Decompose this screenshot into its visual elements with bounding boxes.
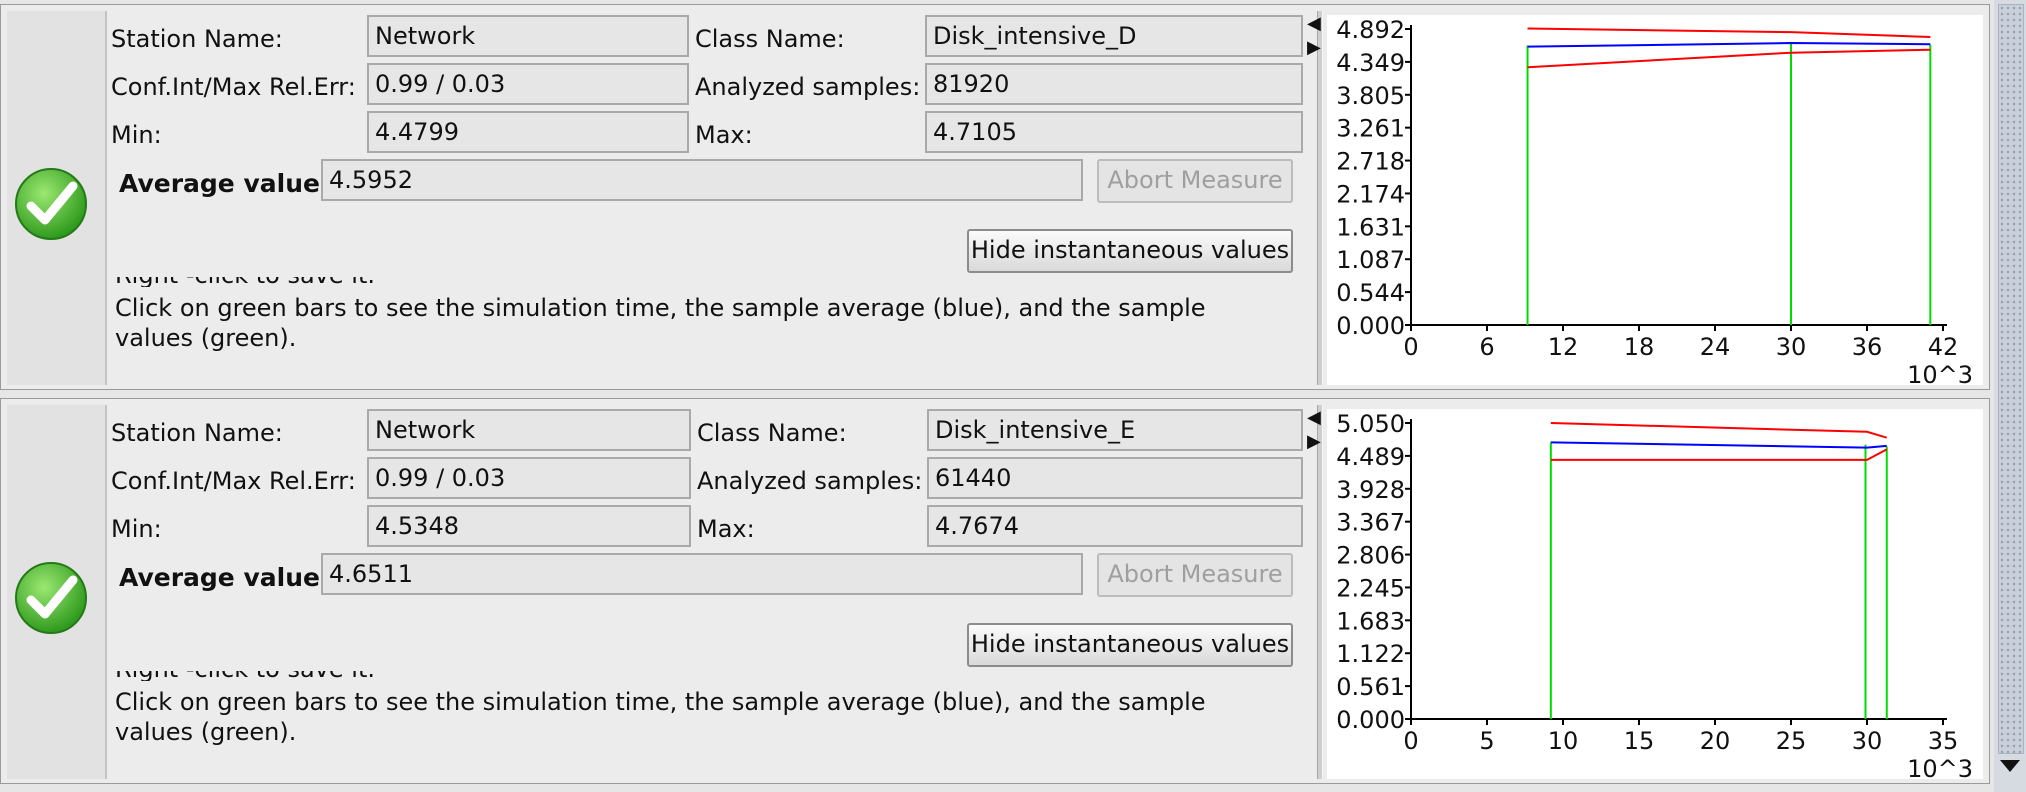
x-multiplier-label: 10^3 <box>1907 361 1973 385</box>
split-divider[interactable] <box>1317 405 1323 779</box>
series-line <box>1550 448 1888 461</box>
instantaneous-values-chart[interactable]: 5.050 4.489 3.928 3.367 2.806 2.245 1.683 1.122… <box>1327 409 1983 779</box>
station-name-label: Station Name: <box>111 25 283 53</box>
x-tick-label: 24 <box>1700 333 1731 361</box>
y-tick-label: 0.561 <box>1336 673 1405 701</box>
chart-area[interactable]: 5.050 4.489 3.928 3.367 2.806 2.245 1.683 1.122… <box>1327 409 1983 779</box>
class-name-label: Class Name: <box>697 419 847 447</box>
class-name-field[interactable]: Disk_intensive_E <box>927 409 1303 451</box>
y-tick-label: 1.631 <box>1336 213 1405 241</box>
y-tick-label: 0.000 <box>1336 312 1405 340</box>
x-tick-label: 12 <box>1548 333 1579 361</box>
abort-measure-button[interactable]: Abort Measure <box>1097 553 1293 597</box>
x-tick-label: 18 <box>1624 333 1655 361</box>
x-tick-label: 30 <box>1776 333 1807 361</box>
y-tick-label: 0.544 <box>1336 279 1405 307</box>
scroll-down-arrow-icon[interactable] <box>2000 760 2020 772</box>
collapse-left-arrow-icon[interactable]: ◀ <box>1307 13 1321 34</box>
conf-int-label: Conf.Int/Max Rel.Err: <box>111 467 356 495</box>
analyzed-samples-label: Analyzed samples: <box>697 467 923 495</box>
analyzed-samples-field[interactable]: 61440 <box>927 457 1303 499</box>
save-hint-text: Right -click to save it. <box>115 277 1015 287</box>
x-tick-label: 35 <box>1928 727 1959 755</box>
y-tick-label: 3.928 <box>1336 476 1405 504</box>
x-tick-label: 20 <box>1700 727 1731 755</box>
x-tick-label: 42 <box>1928 333 1959 361</box>
status-column <box>7 11 107 385</box>
min-label: Min: <box>111 515 162 543</box>
collapse-right-arrow-icon[interactable]: ▶ <box>1307 431 1321 452</box>
y-tick-label: 2.174 <box>1336 180 1405 208</box>
y-tick-label: 3.261 <box>1336 115 1405 143</box>
collapse-left-arrow-icon[interactable]: ◀ <box>1307 407 1321 428</box>
measure-panel: Station Name: Network Class Name: Disk_i… <box>0 4 1990 390</box>
hide-instantaneous-values-button[interactable]: Hide instantaneous values <box>967 623 1293 667</box>
series-line <box>1527 42 1931 48</box>
y-tick-label: 3.805 <box>1336 82 1405 110</box>
check-circle-icon <box>15 562 87 634</box>
y-tick-label: 2.245 <box>1336 574 1405 602</box>
series-line <box>1527 48 1931 69</box>
y-tick-label: 2.718 <box>1336 148 1405 176</box>
y-tick-label: 1.087 <box>1336 246 1405 274</box>
x-tick-label: 0 <box>1403 727 1418 755</box>
x-multiplier-label: 10^3 <box>1907 755 1973 779</box>
scrollbar-track[interactable] <box>1998 4 2024 754</box>
measure-panel: Station Name: Network Class Name: Disk_i… <box>0 398 1990 784</box>
abort-measure-button[interactable]: Abort Measure <box>1097 159 1293 203</box>
analyzed-samples-label: Analyzed samples: <box>695 73 921 101</box>
min-field[interactable]: 4.5348 <box>367 505 691 547</box>
x-tick-label: 6 <box>1479 333 1494 361</box>
average-value-label: Average value: <box>119 169 330 198</box>
status-column <box>7 405 107 779</box>
conf-int-field[interactable]: 0.99 / 0.03 <box>367 63 689 105</box>
conf-int-field[interactable]: 0.99 / 0.03 <box>367 457 691 499</box>
info-text: Click on green bars to see the simulatio… <box>115 688 1206 746</box>
station-name-label: Station Name: <box>111 419 283 447</box>
collapse-right-arrow-icon[interactable]: ▶ <box>1307 37 1321 58</box>
series-line <box>1550 422 1888 439</box>
check-circle-icon <box>15 168 87 240</box>
x-tick-label: 25 <box>1776 727 1807 755</box>
series-line <box>1527 27 1931 38</box>
vertical-scrollbar[interactable] <box>1994 0 2026 792</box>
class-name-label: Class Name: <box>695 25 845 53</box>
x-tick-label: 10 <box>1548 727 1579 755</box>
average-value-label: Average value: <box>119 563 330 592</box>
station-name-field[interactable]: Network <box>367 15 689 57</box>
y-tick-label: 2.806 <box>1336 542 1405 570</box>
instantaneous-values-chart[interactable]: 4.892 4.349 3.805 3.261 2.718 2.174 1.631 1.087… <box>1327 15 1983 385</box>
x-tick-label: 5 <box>1479 727 1494 755</box>
y-tick-label: 4.892 <box>1336 16 1405 44</box>
x-tick-label: 36 <box>1852 333 1883 361</box>
y-tick-label: 0.000 <box>1336 706 1405 734</box>
x-tick-label: 0 <box>1403 333 1418 361</box>
y-tick-label: 1.683 <box>1336 607 1405 635</box>
conf-int-label: Conf.Int/Max Rel.Err: <box>111 73 356 101</box>
series-line <box>1550 441 1887 449</box>
split-divider[interactable] <box>1317 11 1323 385</box>
analyzed-samples-field[interactable]: 81920 <box>925 63 1303 105</box>
y-tick-label: 3.367 <box>1336 509 1405 537</box>
y-tick-label: 5.050 <box>1336 410 1405 438</box>
y-tick-label: 1.122 <box>1336 640 1405 668</box>
min-field[interactable]: 4.4799 <box>367 111 689 153</box>
max-label: Max: <box>695 121 753 149</box>
max-field[interactable]: 4.7105 <box>925 111 1303 153</box>
max-field[interactable]: 4.7674 <box>927 505 1303 547</box>
save-hint-text: Right -click to save it. <box>115 671 1015 681</box>
average-value-field[interactable]: 4.6511 <box>321 553 1083 595</box>
min-label: Min: <box>111 121 162 149</box>
station-name-field[interactable]: Network <box>367 409 691 451</box>
x-tick-label: 30 <box>1852 727 1883 755</box>
chart-area[interactable]: 4.892 4.349 3.805 3.261 2.718 2.174 1.631 1.087… <box>1327 15 1983 385</box>
x-tick-label: 15 <box>1624 727 1655 755</box>
max-label: Max: <box>697 515 755 543</box>
average-value-field[interactable]: 4.5952 <box>321 159 1083 201</box>
hide-instantaneous-values-button[interactable]: Hide instantaneous values <box>967 229 1293 273</box>
y-tick-label: 4.489 <box>1336 443 1405 471</box>
class-name-field[interactable]: Disk_intensive_D <box>925 15 1303 57</box>
info-text: Click on green bars to see the simulatio… <box>115 294 1206 352</box>
y-tick-label: 4.349 <box>1336 49 1405 77</box>
